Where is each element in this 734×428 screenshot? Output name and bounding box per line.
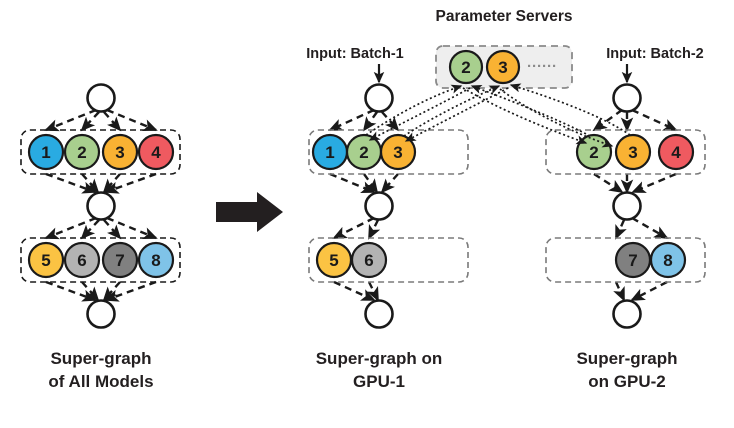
gpu1-node-2-label: 2 xyxy=(359,143,368,162)
gpu1-input-label: Input: Batch-1 xyxy=(306,46,403,62)
gpu1-node-top xyxy=(364,83,394,113)
gpu2-layer1-box xyxy=(545,129,706,175)
left-node-middle xyxy=(86,191,116,221)
left-node-5-label: 5 xyxy=(41,251,50,270)
gpu1-node-middle xyxy=(364,191,394,221)
gpu2-node-7-label: 7 xyxy=(628,251,637,270)
left-node-2 xyxy=(63,133,101,171)
gpu2-node-top xyxy=(612,83,642,113)
left-node-bottom xyxy=(86,299,116,329)
sync-arrow-ps2-to-gpu1-n2 xyxy=(368,87,471,141)
gpu2-caption-line2: on GPU-2 xyxy=(588,372,665,391)
gpu1-node-bottom xyxy=(364,299,394,329)
left-node-8-label: 8 xyxy=(151,251,160,270)
gpu2-edges-bottom xyxy=(613,280,668,302)
ps-node-3 xyxy=(485,49,521,85)
gpu2-node-3 xyxy=(614,133,652,171)
parameter-sync-arrows xyxy=(365,83,631,148)
left-edges-top xyxy=(44,108,158,132)
gpu2-edges-mid-down xyxy=(614,216,669,240)
sync-arrow-gpu2-n2-to-ps2 xyxy=(470,85,591,137)
gpu2-node-8-label: 8 xyxy=(663,251,672,270)
gpu1-edges-mid-down xyxy=(332,216,381,240)
gpu2-node-bottom xyxy=(612,299,642,329)
gpu2-panel: Input: Batch-2 2 3 xyxy=(545,46,706,391)
left-node-7-label: 7 xyxy=(115,251,124,270)
left-layer1-nodes: 1 2 3 4 xyxy=(27,133,175,171)
left-layer1-box xyxy=(20,129,181,175)
gpu1-layer2-nodes: 5 6 xyxy=(315,241,388,279)
left-node-top xyxy=(86,83,116,113)
sync-arrow-ps2-to-gpu2-n2 xyxy=(462,87,588,145)
parameter-servers-title: Parameter Servers xyxy=(435,8,572,25)
gpu2-caption-line1: Super-graph xyxy=(576,349,677,368)
gpu2-layer2-nodes: 7 8 xyxy=(614,241,687,279)
ps-node-2-label: 2 xyxy=(461,58,470,77)
gpu2-node-2-label: 2 xyxy=(589,143,598,162)
gpu2-node-3-label: 3 xyxy=(628,143,637,162)
gpu2-layer1-nodes: 2 3 4 xyxy=(575,133,695,171)
ps-ellipsis: ······ xyxy=(527,58,557,75)
left-caption-line2: of All Models xyxy=(48,372,153,391)
left-node-6 xyxy=(63,241,101,279)
gpu2-node-4 xyxy=(657,133,695,171)
left-caption-line1: Super-graph xyxy=(50,349,151,368)
left-node-2-label: 2 xyxy=(77,143,86,162)
sync-arrow-gpu1-n3-to-ps3 xyxy=(403,85,501,137)
gpu2-edges-mid-up xyxy=(593,172,677,194)
left-supergraph-panel: 1 2 3 4 5 6 7 8 Super-graph of All Model… xyxy=(20,83,181,391)
parameter-servers-panel: Parameter Servers 2 3 ······ xyxy=(435,8,573,89)
gpu1-layer1-box xyxy=(308,129,469,175)
gpu1-edges-top xyxy=(328,108,400,132)
transform-arrow xyxy=(216,192,283,232)
gpu1-panel: Input: Batch-1 1 xyxy=(306,46,469,391)
sync-arrow-ps3-to-gpu1-n3 xyxy=(404,87,509,142)
gpu2-edges-top xyxy=(592,108,678,132)
gpu1-edges-bottom xyxy=(333,280,380,302)
gpu2-node-8 xyxy=(649,241,687,279)
left-node-1 xyxy=(27,133,65,171)
gpu1-layer1-nodes: 1 2 3 xyxy=(311,133,417,171)
left-node-1-label: 1 xyxy=(41,143,50,162)
sync-arrow-gpu1-n2-to-ps2 xyxy=(365,84,463,136)
left-node-4-label: 4 xyxy=(151,143,161,162)
gpu1-node-1-label: 1 xyxy=(325,143,334,162)
ps-node-3-label: 3 xyxy=(498,58,507,77)
gpu1-node-3-label: 3 xyxy=(393,143,402,162)
left-node-3 xyxy=(101,133,139,171)
gpu2-input-label: Input: Batch-2 xyxy=(606,46,703,62)
gpu1-node-6-label: 6 xyxy=(364,251,373,270)
gpu1-node-6 xyxy=(350,241,388,279)
gpu2-node-4-label: 4 xyxy=(671,143,681,162)
left-edges-mid-down xyxy=(44,216,158,240)
gpu2-layer2-box xyxy=(545,237,706,283)
gpu1-node-5-label: 5 xyxy=(329,251,338,270)
gpu1-layer2-box xyxy=(308,237,469,283)
gpu1-edges-mid-up xyxy=(329,172,399,194)
ps-node-2 xyxy=(448,49,484,85)
left-node-4 xyxy=(137,133,175,171)
gpu1-node-3 xyxy=(379,133,417,171)
left-edges-bottom xyxy=(45,280,157,302)
left-layer2-box xyxy=(20,237,181,283)
left-edges-mid-up xyxy=(45,172,157,194)
left-node-6-label: 6 xyxy=(77,251,86,270)
gpu1-caption-line2: GPU-1 xyxy=(353,372,405,391)
left-node-8 xyxy=(137,241,175,279)
gpu2-node-middle xyxy=(612,191,642,221)
left-layer2-nodes: 5 6 7 8 xyxy=(27,241,175,279)
sync-arrow-gpu2-n3-to-ps3 xyxy=(509,83,631,136)
left-node-7 xyxy=(101,241,139,279)
left-node-5 xyxy=(27,241,65,279)
left-node-3-label: 3 xyxy=(115,143,124,162)
gpu1-caption-line1: Super-graph on xyxy=(316,349,443,368)
